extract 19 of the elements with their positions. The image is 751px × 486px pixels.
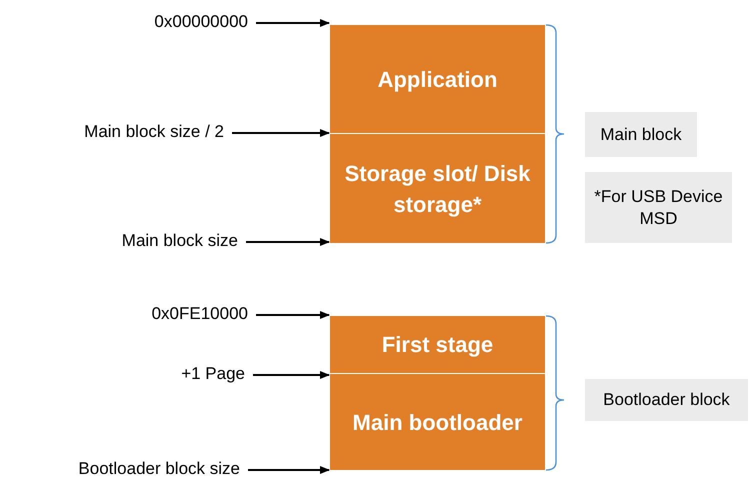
- arrow: [253, 371, 330, 379]
- address-label: 0x00000000: [154, 12, 248, 32]
- address-label: Main block size / 2: [84, 122, 224, 142]
- arrow: [256, 311, 330, 319]
- arrow: [256, 19, 330, 27]
- memory-region: Application: [330, 25, 545, 133]
- arrow: [246, 238, 330, 246]
- memory-region: Storage slot/ Disk storage*: [330, 134, 545, 243]
- note-box: Main block: [585, 112, 697, 157]
- arrow: [232, 129, 330, 137]
- memory-region: Main bootloader: [330, 374, 545, 470]
- address-label: Main block size: [122, 231, 238, 251]
- note-box: *For USB Device MSD: [585, 172, 732, 243]
- note-box: Bootloader block: [585, 379, 748, 421]
- address-label: 0x0FE10000: [152, 304, 248, 324]
- memory-region: First stage: [330, 316, 545, 373]
- arrow: [248, 466, 330, 474]
- address-label: Bootloader block size: [78, 459, 240, 479]
- address-label: +1 Page: [181, 364, 245, 384]
